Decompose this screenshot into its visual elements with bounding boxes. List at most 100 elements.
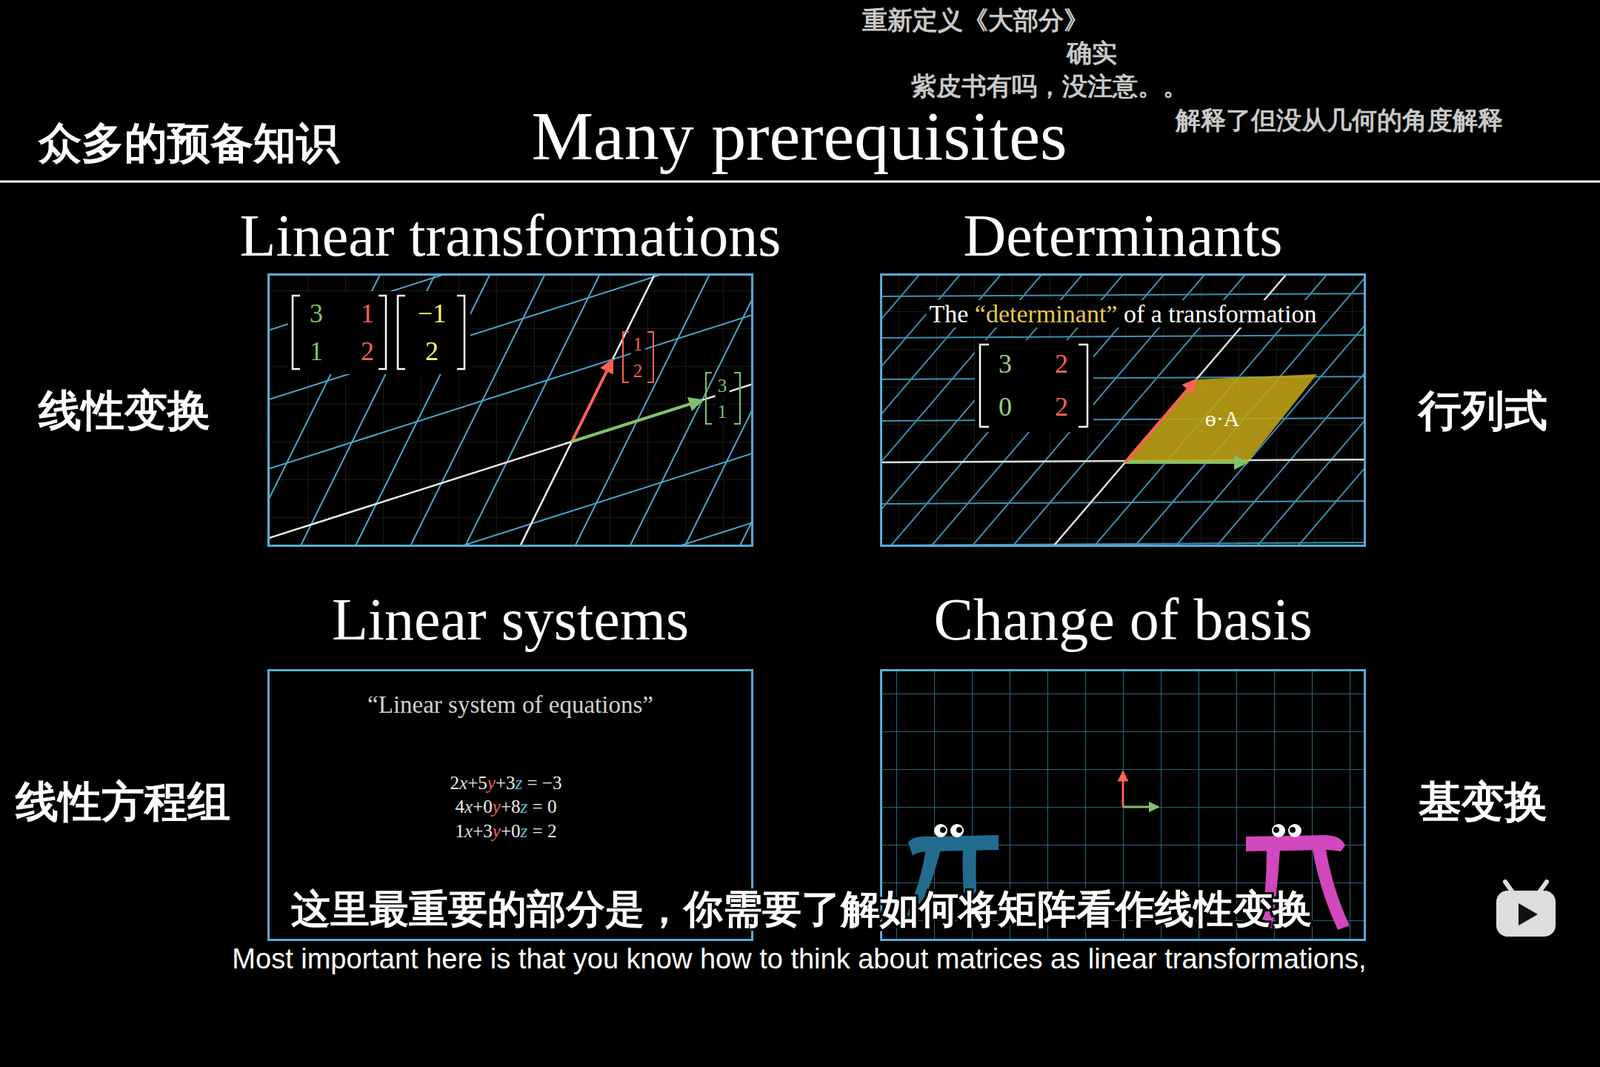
- matrix-brackets-part: [457, 295, 465, 369]
- equation: 4x+0y+8z = 0: [455, 796, 558, 818]
- basis-arrow-right: [1122, 805, 1159, 809]
- subtitle-chinese: 这里最重要的部分是，你需要了解如何将矩阵看作线性变换: [291, 886, 1312, 932]
- page-title: Many prerequisites: [531, 100, 1067, 171]
- blue-pi-creature-part: [934, 823, 948, 838]
- vector-entry: 2: [422, 336, 441, 367]
- variable-letter: z: [520, 820, 529, 841]
- matrix-entry: 3: [996, 348, 1015, 380]
- transformed-grid: [880, 273, 1366, 547]
- vector-entry: −1: [415, 298, 449, 329]
- highlighted-term: “determinant”: [974, 300, 1118, 328]
- bilibili-icon: [1496, 881, 1556, 937]
- variable-letter: y: [487, 772, 496, 793]
- transformed-grid-part: [539, 273, 754, 547]
- matrix-entry: 1: [307, 336, 326, 367]
- matrix-entry: 2: [358, 336, 377, 367]
- panel-caption: “Linear system of equations”: [364, 691, 657, 718]
- background-grid: [267, 273, 754, 547]
- comment-text: 紫皮书有吗，没注意。。: [911, 71, 1189, 101]
- panel-heading: Linear transformations: [240, 205, 782, 266]
- transformed-grid-part: [278, 273, 605, 547]
- green-vector-brackets-part: [734, 372, 740, 424]
- vector-entry: 1: [631, 334, 646, 356]
- bilibili-icon-part: [1496, 890, 1556, 937]
- matrix-backdrop: [974, 340, 1094, 432]
- blue-pi-creature-part: [940, 826, 946, 833]
- blue-pi-creature-part: [908, 834, 999, 856]
- transformed-grid-part: [267, 357, 754, 547]
- pink-pi-creature-part: [1289, 826, 1296, 833]
- matrix-brackets-part: [1078, 344, 1088, 427]
- header-rule: [0, 180, 1600, 183]
- matrix-backdrop: [288, 291, 471, 375]
- panel-heading: Linear systems: [331, 589, 689, 649]
- pink-pi-creature-part: [1288, 823, 1302, 838]
- variable-letter: z: [520, 796, 529, 817]
- equation: 1x+3y+0z = 2: [455, 820, 558, 843]
- matrix-entry: 3: [307, 298, 326, 329]
- panel-heading: Determinants: [963, 205, 1283, 266]
- side-label: 行列式: [1418, 385, 1548, 436]
- blue-pi-creature-part: [950, 823, 964, 838]
- side-label: 线性变换: [38, 385, 211, 436]
- transformed-grid-part: [267, 273, 754, 443]
- matrix-brackets: [980, 344, 1088, 427]
- matrix-brackets-part: [378, 295, 386, 369]
- panel-heading: Change of basis: [933, 589, 1312, 649]
- panel-box: Linear transformations: [267, 273, 754, 547]
- variable-letter: z: [515, 772, 523, 793]
- matrix-entry: 2: [1052, 391, 1071, 423]
- comment-text: 确实: [1066, 38, 1118, 68]
- side-label: 基变换: [1418, 777, 1548, 827]
- transformed-grid-part: [267, 273, 754, 526]
- transformed-grid-part: [604, 273, 754, 547]
- vector-entry: 2: [631, 360, 646, 383]
- transformed-grid-part: [880, 273, 1140, 547]
- red-vector-brackets: [622, 331, 654, 383]
- panel-caption: The “determinant” of a transformation: [926, 300, 1320, 328]
- variable-letter: y: [492, 796, 501, 817]
- bilibili-icon-part: [1505, 881, 1513, 892]
- pink-pi-creature-part: [1273, 826, 1280, 833]
- pink-pi-creature-part: [1312, 849, 1350, 930]
- vector-entry: 3: [715, 375, 730, 398]
- comment-text: 重新定义《大部分》: [862, 5, 1089, 35]
- i-hat-arrow: [1125, 460, 1248, 464]
- equation: 2x+5y+3z = −3: [450, 772, 563, 795]
- transformed-grid-part: [880, 293, 1366, 297]
- red-vector-brackets-part: [622, 331, 629, 383]
- transformed-grid-part: [734, 273, 754, 547]
- variable-letter: y: [492, 820, 501, 841]
- i-hat-arrow: [571, 400, 703, 442]
- variable-letter: x: [459, 772, 468, 793]
- transformed-grid-part: [267, 273, 540, 547]
- transformed-axes-part: [267, 275, 754, 547]
- matrix-entry: 2: [1052, 348, 1071, 380]
- blue-pi-creature-part: [956, 826, 963, 833]
- matrix-brackets-part: [397, 295, 406, 369]
- bilibili-icon-part: [1518, 902, 1538, 926]
- area-label: ɵ·A: [1205, 405, 1240, 432]
- matrix-entry: 1: [358, 298, 377, 329]
- subtitle-english: Most important here is that you know how…: [231, 942, 1366, 976]
- green-vector-brackets: [705, 372, 740, 424]
- linear-transform-illustration: [267, 273, 754, 547]
- basis-arrow-up: [1122, 771, 1125, 807]
- red-vector-brackets-part: [647, 331, 654, 383]
- transformed-grid-part: [880, 334, 1366, 338]
- variable-letter: x: [464, 820, 473, 841]
- transformed-axes: [267, 273, 754, 547]
- matrix-brackets-part: [292, 295, 300, 369]
- pink-pi-creature-part: [1271, 823, 1286, 838]
- transformed-axes-part: [880, 459, 1366, 463]
- variable-letter: x: [464, 796, 473, 817]
- transformed-grid-part: [669, 273, 754, 547]
- transformed-grid-part: [267, 522, 754, 547]
- pink-pi-creature-part: [1245, 834, 1346, 852]
- panel-box: DeterminantsThe “determinant” of a trans…: [880, 273, 1366, 547]
- transformed-grid-part: [474, 273, 754, 547]
- matrix-brackets-part: [980, 344, 989, 427]
- area-parallelogram: [1125, 374, 1318, 463]
- green-vector-brackets-part: [705, 372, 712, 424]
